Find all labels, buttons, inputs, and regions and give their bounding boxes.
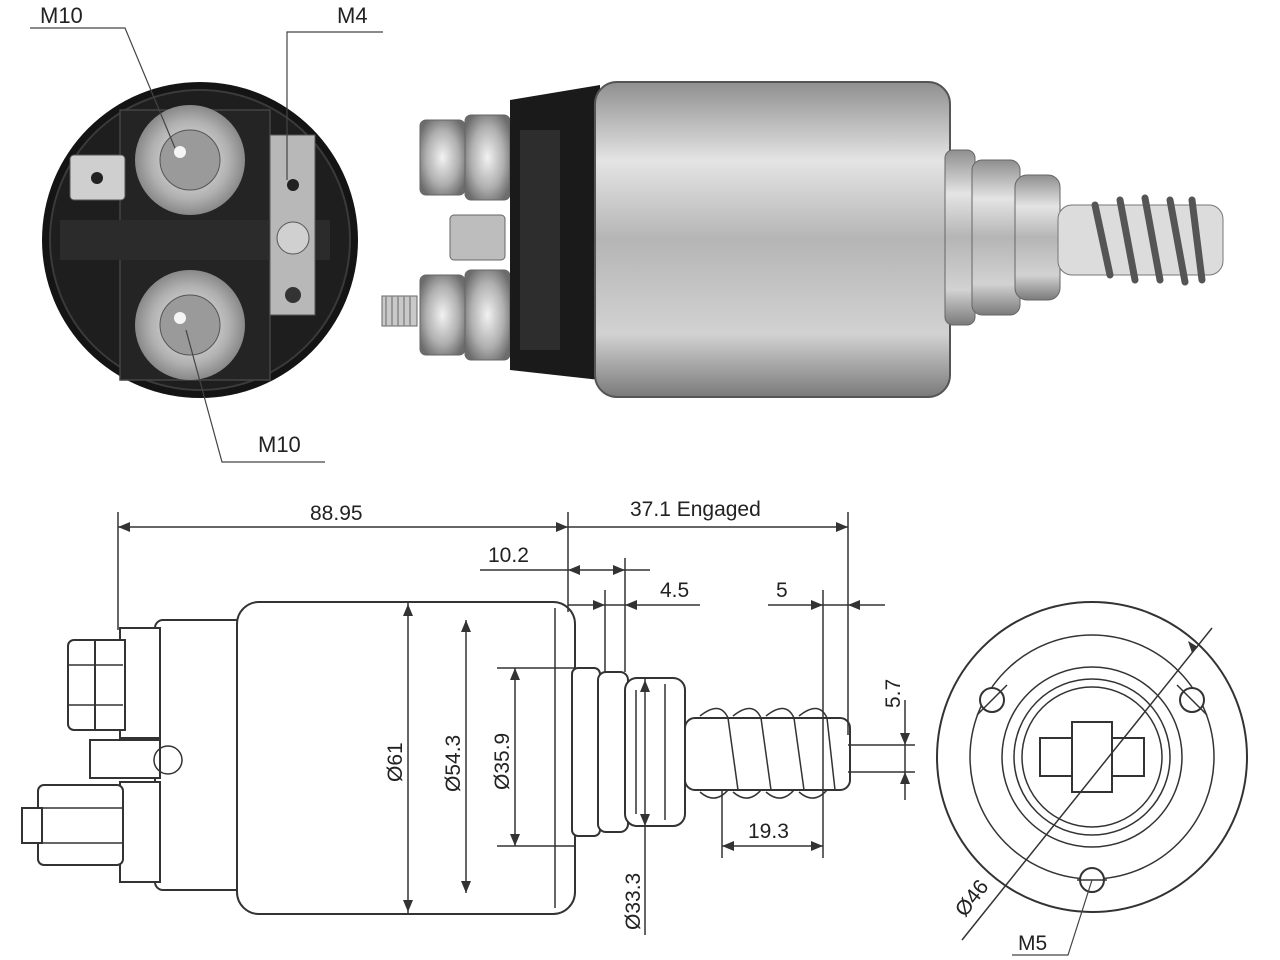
label-m4: M4	[337, 3, 368, 28]
dim-neck-diameter: Ø35.9	[491, 733, 514, 790]
dim-spring-length: 19.3	[748, 820, 789, 843]
side-drawing	[21, 601, 851, 915]
label-m5: M5	[1018, 932, 1047, 955]
dim-overall-length: 88.95	[310, 502, 363, 525]
label-m10-top: M10	[40, 3, 83, 28]
dim-flange-width: 4.5	[660, 579, 689, 602]
label-m10-bottom: M10	[258, 432, 301, 457]
dim-inner-diameter: Ø54.3	[442, 735, 465, 792]
end-view-drawing: Ø46 M5	[936, 601, 1248, 956]
side-photo	[381, 81, 1224, 398]
dim-engaged-stroke: 37.1 Engaged	[630, 498, 761, 521]
end-face-photo	[42, 82, 358, 398]
m10-bottom-terminal	[135, 270, 245, 380]
m10-top-terminal	[135, 105, 245, 215]
side-dimensions: 88.95 37.1 Engaged 10.2 4.5 5 5.7 19.3	[117, 498, 915, 935]
dim-slot-width: 5.7	[882, 679, 905, 708]
photo-callouts: M10 M4 M10	[30, 3, 383, 463]
dim-body-diameter: Ø61	[384, 742, 407, 782]
dim-plunger-tip: 5	[776, 579, 788, 602]
dim-plunger-diameter: Ø33.3	[622, 873, 645, 930]
dim-bolt-circle: Ø46	[951, 876, 994, 921]
dim-step-length: 10.2	[488, 544, 529, 567]
